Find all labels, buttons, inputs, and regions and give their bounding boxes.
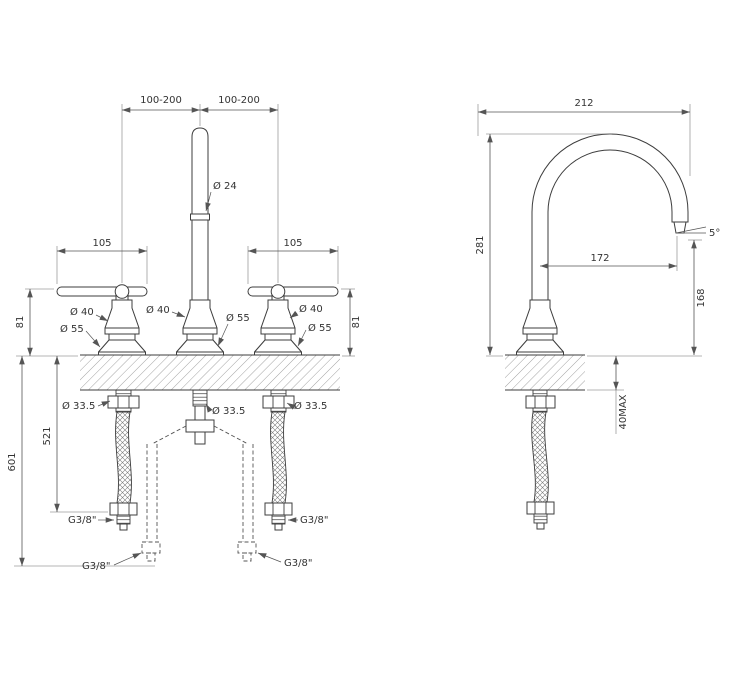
dim-outlet-height: 168 xyxy=(696,288,707,307)
side-view: 212 281 172 168 5° 40MAX xyxy=(475,98,720,530)
front-leader-lines xyxy=(85,191,307,566)
dim-shank-left: Ø 33.5 xyxy=(62,400,95,412)
dim-body-height-right: 81 xyxy=(351,316,362,329)
handle-left xyxy=(56,284,148,356)
dim-shank-right: Ø 33.5 xyxy=(294,400,327,412)
label-conn-alt-right: G3/8" xyxy=(284,558,312,569)
dim-height: 281 xyxy=(475,235,486,254)
outlet-angle-marks xyxy=(675,226,707,234)
dim-right-d55: Ø 55 xyxy=(308,322,332,334)
deck-side xyxy=(505,354,585,391)
dim-spout-diameter: Ø 24 xyxy=(213,180,237,192)
dim-hose-length: 521 xyxy=(42,426,53,445)
dim-spacing-right: 100-200 xyxy=(218,95,260,106)
supply-hose-right xyxy=(262,389,295,531)
alternate-hoses-dashed xyxy=(141,425,257,562)
front-view: 100-200 100-200 Ø 24 105 105 81 81 Ø 40 … xyxy=(7,95,362,572)
dim-center-d55: Ø 55 xyxy=(226,312,250,324)
supply-hose-left xyxy=(107,389,140,531)
dim-center-d40: Ø 40 xyxy=(146,304,170,316)
dim-body-height-left: 81 xyxy=(15,316,26,329)
spout-side xyxy=(516,133,689,356)
dim-left-d55: Ø 55 xyxy=(60,323,84,335)
supply-hose-side xyxy=(525,389,556,530)
dim-left-d40: Ø 40 xyxy=(70,306,94,318)
label-conn-alt-left: G3/8" xyxy=(82,561,110,572)
dim-reach: 212 xyxy=(574,98,593,109)
label-conn-right: G3/8" xyxy=(300,515,328,526)
side-dimension-lines xyxy=(478,109,697,390)
dim-deck-thickness-max: 40MAX xyxy=(618,394,629,429)
dim-overall-length: 601 xyxy=(7,452,18,471)
label-conn-left: G3/8" xyxy=(68,515,96,526)
dim-lever-length-left: 105 xyxy=(92,238,111,249)
deck-front xyxy=(80,354,340,391)
dim-lever-length-right: 105 xyxy=(283,238,302,249)
spout-front xyxy=(176,127,224,356)
dim-outlet-angle: 5° xyxy=(709,228,720,239)
dim-outlet-reach: 172 xyxy=(590,253,609,264)
front-dimension-lines xyxy=(19,107,353,566)
center-tee-connection xyxy=(185,389,215,445)
handle-right xyxy=(247,284,339,356)
dim-right-d40: Ø 40 xyxy=(299,303,323,315)
dim-shank-center: Ø 33.5 xyxy=(212,405,245,417)
dim-spacing-left: 100-200 xyxy=(140,95,182,106)
